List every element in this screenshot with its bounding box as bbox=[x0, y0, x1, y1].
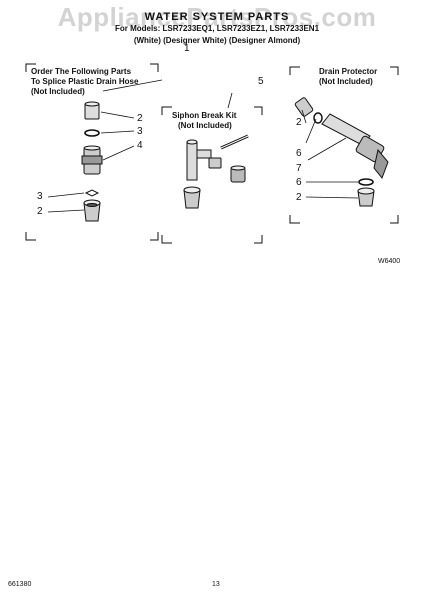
figure-ref-code: W6400 bbox=[378, 258, 401, 265]
leader-l4 bbox=[102, 145, 135, 161]
callout-5: 5 bbox=[258, 76, 264, 87]
siphon-tee-vertical bbox=[186, 141, 198, 181]
model-list: For Models: LSR7233EQ1, LSR7233EZ1, LSR7… bbox=[114, 24, 320, 33]
leader-r7 bbox=[307, 137, 347, 161]
coupling-top-rim bbox=[84, 101, 100, 107]
drain-bottom-ring-part bbox=[358, 178, 374, 186]
watermark-text: AppliancePartsPros.com bbox=[57, 2, 377, 32]
leader-l3b bbox=[47, 192, 85, 198]
color-list: (White) (Designer White) (Designer Almon… bbox=[133, 36, 301, 45]
drain-top-ring-part bbox=[313, 112, 323, 124]
leader-l2b bbox=[47, 209, 85, 213]
callout-left-4: 4 bbox=[137, 140, 143, 151]
callout-right-6b: 6 bbox=[296, 177, 302, 188]
callout-left-2b: 2 bbox=[37, 206, 43, 217]
callout-left-3a: 3 bbox=[137, 126, 143, 137]
clamp-ring-top-part bbox=[84, 129, 100, 137]
callout-left-2a: 2 bbox=[137, 113, 143, 124]
callout-1: 1 bbox=[184, 43, 190, 54]
right-box-frame bbox=[289, 66, 399, 224]
leader-r2b bbox=[305, 196, 359, 199]
drain-protector-body-part bbox=[321, 113, 371, 146]
callout-right-6a: 6 bbox=[296, 148, 302, 159]
siphon-tee-branch bbox=[196, 149, 212, 159]
footer-part-code: 661380 bbox=[8, 581, 32, 588]
footer-page-number: 13 bbox=[212, 581, 220, 588]
left-box-label-1: Order The Following Parts bbox=[31, 67, 132, 76]
clamp-ring-bottom-part bbox=[84, 189, 100, 197]
callout-right-2b: 2 bbox=[296, 192, 302, 203]
left-box-label-2: To Splice Plastic Drain Hose bbox=[31, 77, 139, 86]
callout-right-7: 7 bbox=[296, 163, 302, 174]
right-box-label-1: Drain Protector bbox=[319, 67, 378, 76]
right-box-label-2: (Not Included) bbox=[319, 77, 373, 86]
left-box-frame bbox=[25, 63, 159, 241]
left-box-parts bbox=[81, 101, 103, 222]
leader-r2a bbox=[301, 109, 307, 124]
middle-box-frame bbox=[161, 106, 263, 244]
leader-r6a bbox=[305, 118, 317, 144]
drain-top-coupling-part bbox=[294, 97, 314, 117]
leader-l2a bbox=[100, 111, 135, 119]
middle-box-label-1: Siphon Break Kit bbox=[172, 111, 237, 120]
callout-left-3b: 3 bbox=[37, 191, 43, 202]
right-box-parts bbox=[294, 97, 389, 207]
page-title: WATER SYSTEM PARTS bbox=[144, 11, 290, 23]
leader-l3a bbox=[100, 130, 135, 134]
middle-box-parts bbox=[183, 134, 249, 209]
left-box-label-3: (Not Included) bbox=[31, 87, 85, 96]
middle-box-label-2: (Not Included) bbox=[178, 121, 232, 130]
coupling-a-part bbox=[208, 157, 222, 169]
callout-right-2a: 2 bbox=[296, 117, 302, 128]
leader-5 bbox=[227, 92, 233, 109]
leader-1 bbox=[102, 79, 163, 92]
